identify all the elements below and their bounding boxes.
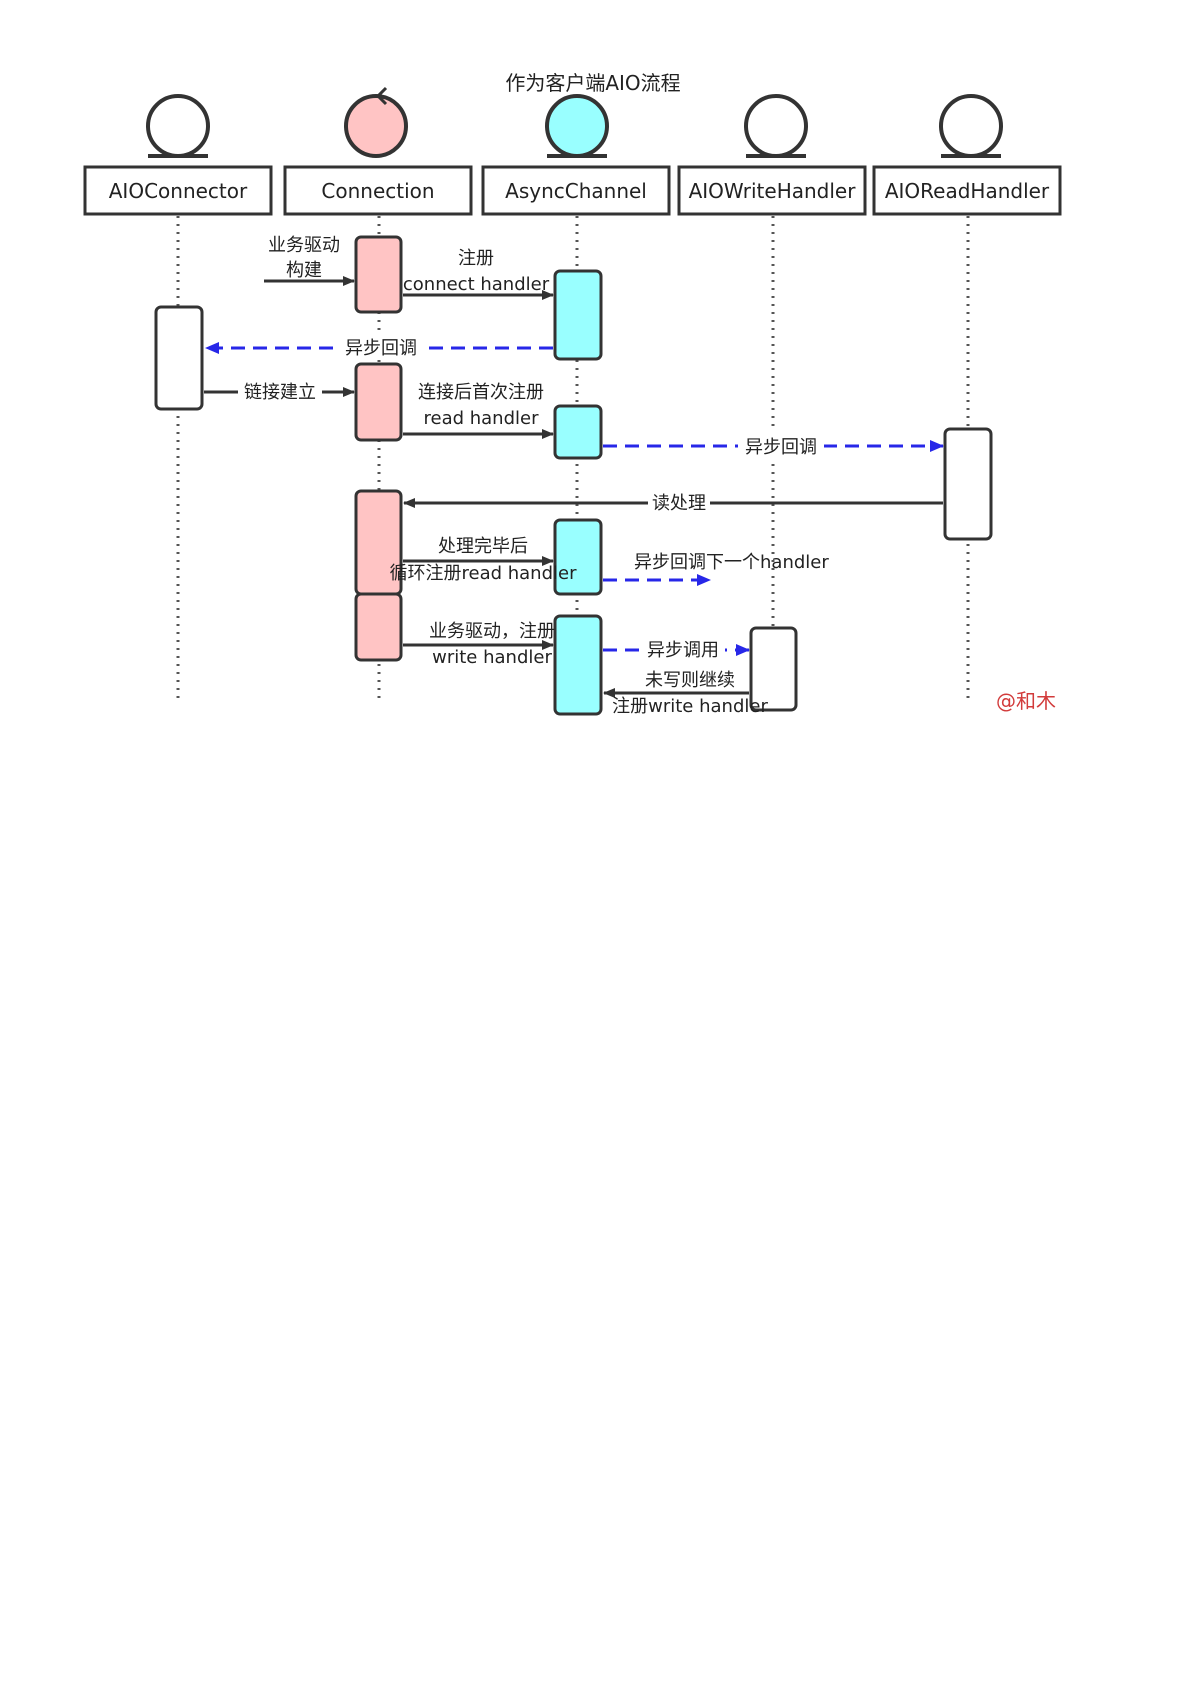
message-label: 连接后首次注册: [418, 382, 544, 403]
activation-asyncchannel-3: [553, 518, 603, 596]
message-5: 连接后首次注册 read handler: [403, 382, 554, 439]
message-12: 未写则继续 注册write handler: [603, 670, 768, 717]
watermark-text: @和木: [996, 689, 1056, 713]
message-label: 链接建立: [244, 382, 316, 403]
activation-aioconnector-1: [154, 305, 204, 411]
message-6: 异步回调: [603, 432, 944, 458]
participant-asyncchannel: AsyncChannel: [481, 165, 671, 216]
message-label: 业务驱动，注册: [429, 621, 555, 642]
message-label: 未写则继续: [645, 670, 735, 691]
message-label: 读处理: [652, 493, 706, 514]
actor-asyncchannel-icon: [545, 94, 609, 158]
message-label: 异步回调: [345, 338, 417, 359]
message-label: write handler: [432, 647, 552, 668]
message-label: 循环注册read handler: [389, 563, 577, 584]
message-label: 处理完毕后: [438, 536, 528, 557]
message-label: 注册: [458, 248, 494, 269]
participant-aioconnector: AIOConnector: [83, 165, 273, 216]
activation-aioreadhandler-1: [943, 427, 993, 541]
activation-asyncchannel-4: [553, 614, 603, 716]
message-label: connect handler: [403, 274, 550, 295]
message-3: 异步回调: [205, 334, 553, 360]
participant-aioreadhandler: AIOReadHandler: [872, 165, 1062, 216]
participant-label: AIOConnector: [109, 179, 248, 203]
message-label: 注册write handler: [612, 696, 768, 717]
actor-connection-icon: [344, 86, 408, 158]
actor-aioreadhandler-icon: [939, 94, 1003, 158]
message-4: 链接建立: [204, 379, 355, 405]
message-7: 读处理: [403, 490, 943, 516]
participant-label: AIOWriteHandler: [689, 179, 857, 203]
message-8: 处理完毕后 循环注册read handler: [389, 536, 577, 584]
message-label: read handler: [423, 408, 539, 429]
activation-asyncchannel-2: [553, 404, 603, 460]
participant-label: AsyncChannel: [505, 179, 647, 203]
activation-asyncchannel-1: [553, 269, 603, 361]
message-2: 注册 connect handler: [403, 248, 554, 300]
actor-aioconnector-icon: [146, 94, 210, 158]
message-label: 业务驱动: [268, 235, 340, 256]
message-9: 异步回调下一个handler: [603, 552, 829, 586]
actor-aiowritehandler-icon: [744, 94, 808, 158]
activation-connection-2: [354, 362, 403, 442]
message-1: 业务驱动 构建: [264, 235, 355, 286]
participant-aiowritehandler: AIOWriteHandler: [677, 165, 867, 216]
diagram-title: 作为客户端AIO流程: [505, 71, 680, 95]
activation-aiowritehandler-1: [749, 626, 798, 712]
participant-label: AIOReadHandler: [885, 179, 1050, 203]
message-label: 异步回调下一个handler: [634, 552, 829, 573]
participant-label: Connection: [321, 179, 434, 203]
participant-connection: Connection: [283, 165, 473, 216]
message-11: 异步调用: [603, 636, 750, 662]
activation-connection-1: [354, 235, 403, 314]
message-label: 异步回调: [745, 437, 817, 458]
message-10: 业务驱动，注册 write handler: [403, 621, 555, 668]
message-label: 构建: [286, 260, 322, 281]
activation-connection-4: [354, 592, 403, 662]
message-label: 异步调用: [647, 640, 719, 661]
